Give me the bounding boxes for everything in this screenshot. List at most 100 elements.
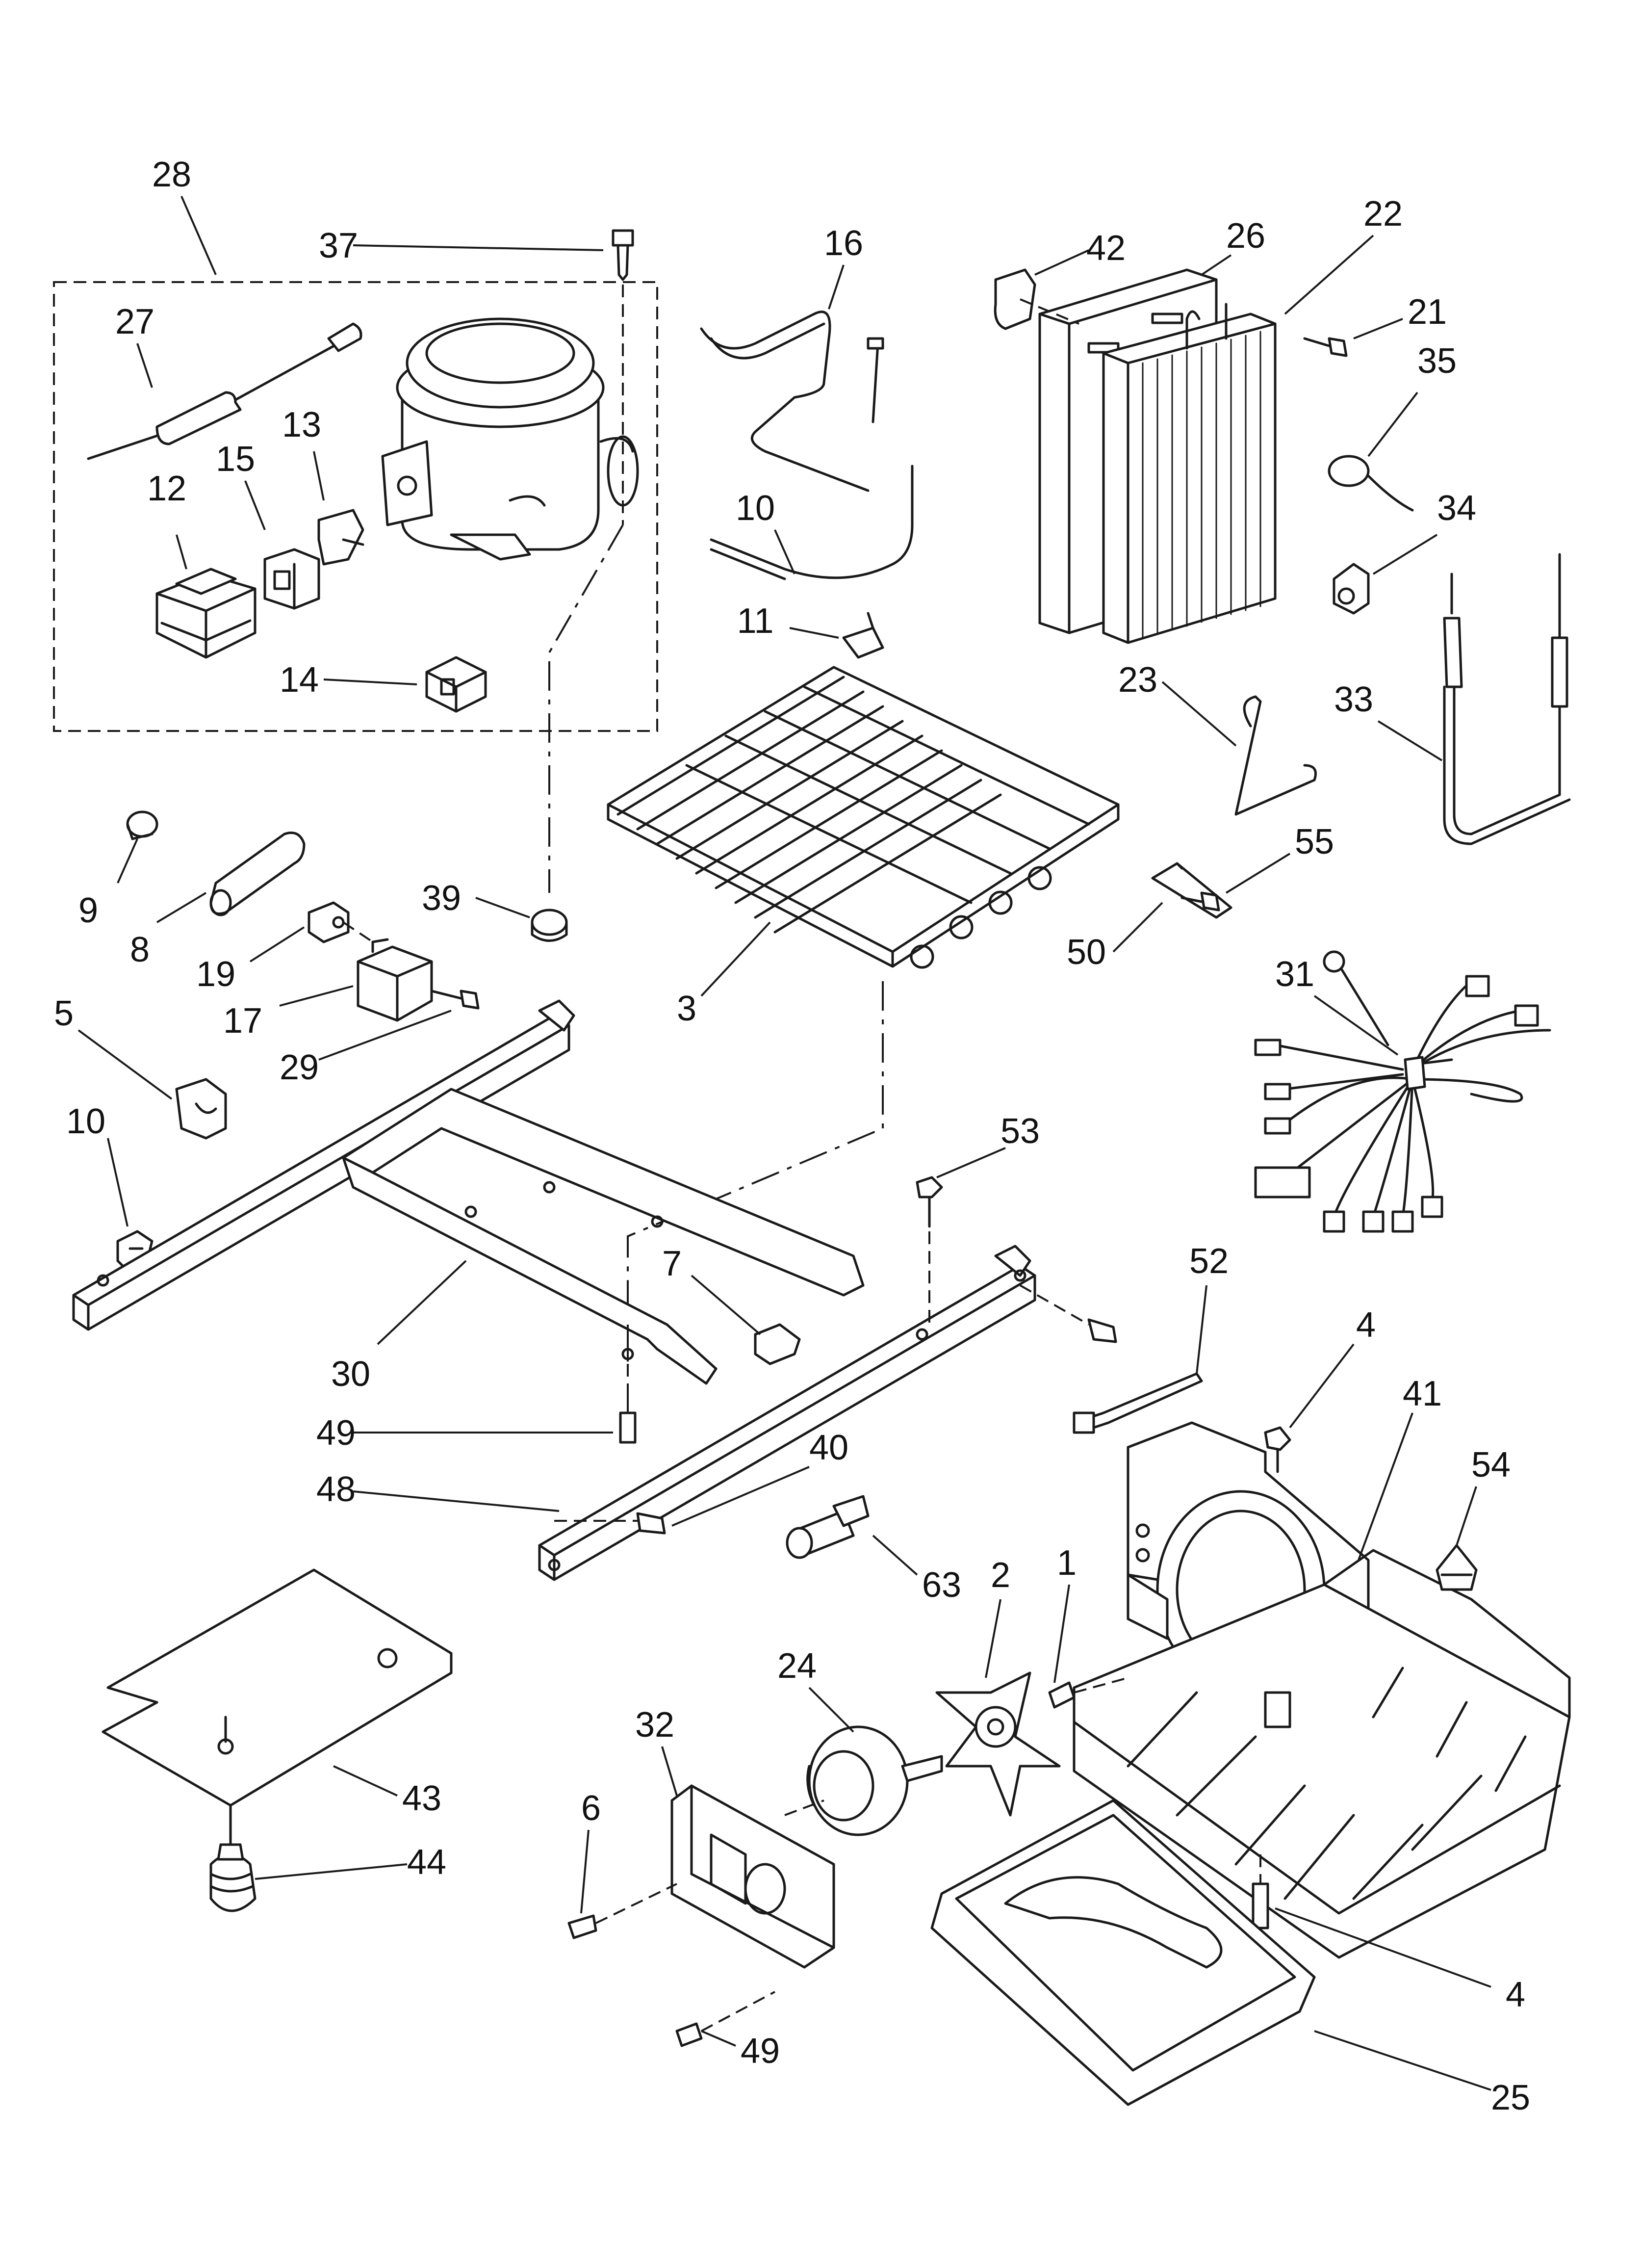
drain-pan [930, 1799, 1316, 2106]
callout-8: 8 [130, 930, 150, 969]
evaporator-screw [1303, 337, 1348, 357]
leader-54 [1456, 1486, 1477, 1546]
leader-21 [1353, 318, 1403, 339]
callout-16: 16 [824, 224, 863, 263]
leader-31 [1313, 995, 1399, 1056]
compressor-mount-line [548, 524, 624, 893]
leader-10b [107, 1138, 128, 1227]
base-rail [72, 999, 575, 1331]
leader-50 [1112, 902, 1163, 953]
fan-motor [806, 1725, 943, 1836]
bracket-screw [1180, 891, 1220, 912]
leader-63 [872, 1535, 918, 1576]
callout-4a: 4 [1356, 1305, 1376, 1345]
leader-55 [1225, 853, 1291, 894]
suction-tube [710, 465, 914, 580]
leader-53 [936, 1147, 1006, 1178]
callout-25: 25 [1491, 2078, 1530, 2117]
leader-19 [249, 926, 305, 963]
fan-blade [935, 1671, 1061, 1817]
leader-6 [580, 1829, 590, 1914]
leader-1 [1053, 1584, 1070, 1683]
callout-26: 26 [1226, 216, 1265, 256]
callout-4b: 4 [1506, 1975, 1525, 2014]
callout-53: 53 [1001, 1112, 1040, 1151]
callout-24: 24 [777, 1646, 817, 1686]
callout-39: 39 [422, 879, 461, 918]
front-rail [538, 1245, 1036, 1581]
leader-39 [475, 897, 530, 918]
leader-3 [700, 921, 771, 997]
leader-30 [377, 1260, 467, 1345]
compressor-kit-group [53, 281, 658, 732]
leader-4b [1275, 1907, 1491, 1988]
terminal-block [357, 938, 433, 1022]
leader-22 [1284, 235, 1374, 315]
leader-7 [691, 1275, 761, 1335]
callout-1: 1 [1057, 1543, 1077, 1583]
leader-44 [255, 1863, 408, 1880]
clip-mount-line [1020, 298, 1079, 325]
leader-28 [180, 196, 217, 275]
insulation-sleeve [209, 832, 306, 916]
callout-52: 52 [1189, 1242, 1229, 1281]
leader-32 [661, 1746, 678, 1796]
fan-clip [1048, 1681, 1076, 1709]
callout-49b: 49 [741, 2032, 780, 2071]
fan-axis-line [1074, 1677, 1129, 1694]
frame-screw [619, 1325, 637, 1444]
leader-43 [333, 1765, 398, 1797]
thermostat-clip [1333, 563, 1370, 615]
leader-4a [1289, 1343, 1355, 1429]
callout-6: 6 [581, 1789, 601, 1828]
drier-tube [87, 322, 362, 460]
overload-protector [263, 548, 320, 610]
tube-clip [842, 612, 884, 659]
leader-37 [353, 244, 604, 251]
leader-11 [789, 627, 839, 639]
motor-bracket [670, 1784, 835, 1969]
leader-12 [176, 534, 187, 570]
callout-54: 54 [1471, 1445, 1511, 1485]
callout-31: 31 [1275, 955, 1314, 994]
wire-nut [1436, 1544, 1478, 1591]
wire-harness [1254, 950, 1551, 1233]
relay-cover [317, 509, 364, 566]
callout-12: 12 [147, 469, 186, 508]
wire-connector [308, 901, 350, 943]
leader-42 [1034, 249, 1089, 276]
access-cover [102, 1568, 453, 1807]
base-pan [1073, 1549, 1571, 1959]
leader-16 [828, 264, 845, 310]
callout-37: 37 [319, 226, 358, 265]
leader-40 [671, 1466, 810, 1527]
callout-55: 55 [1295, 822, 1334, 861]
cable-tie [1073, 1372, 1203, 1434]
wire-clip [175, 1078, 227, 1140]
callout-30: 30 [331, 1355, 370, 1394]
tube-fitting [786, 1495, 870, 1559]
tube-cap [126, 810, 158, 840]
callout-28: 28 [152, 155, 191, 194]
rail-screw-top [916, 1176, 943, 1325]
condenser-mount-line [627, 981, 884, 1413]
compressor-mount-screw [612, 229, 634, 525]
callout-34: 34 [1437, 489, 1476, 528]
callout-labels: 28 37 27 15 13 12 14 16 10 11 42 26 22 2… [54, 155, 1530, 2117]
leader-5 [77, 1029, 173, 1100]
callout-41: 41 [1403, 1374, 1442, 1413]
callout-2: 2 [991, 1556, 1010, 1595]
callout-63: 63 [922, 1565, 961, 1605]
harness-clip [754, 1323, 801, 1365]
leader-14 [323, 678, 417, 685]
leader-24 [808, 1687, 854, 1733]
leader-2 [985, 1599, 1001, 1678]
defrost-thermostat [1328, 455, 1414, 512]
callout-9: 9 [78, 891, 98, 930]
evaporator-clip [994, 268, 1036, 330]
callout-33: 33 [1334, 680, 1373, 719]
callout-10b: 10 [66, 1102, 105, 1141]
motor-axis-line [784, 1799, 824, 1816]
